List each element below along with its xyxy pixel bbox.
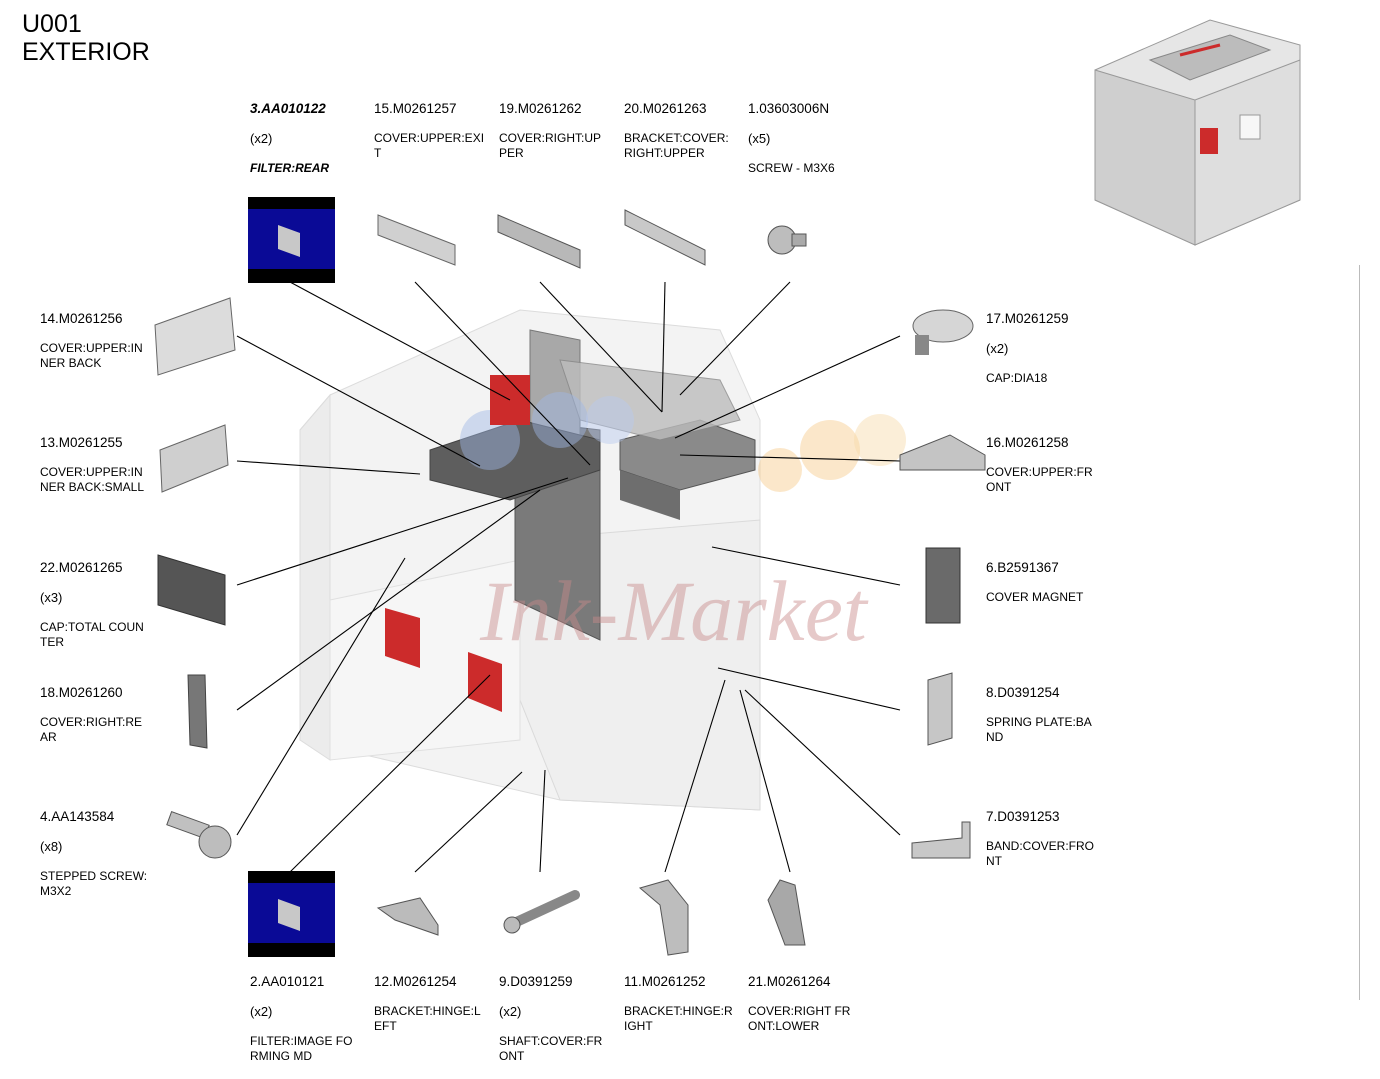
diagram-title: EXTERIOR bbox=[22, 38, 150, 66]
part-number: 6.B2591367 bbox=[986, 560, 1059, 575]
part-number: 17.M0261259 bbox=[986, 311, 1069, 326]
part-number: 4.AA143584 bbox=[40, 809, 115, 824]
part-qty: (x2) bbox=[250, 131, 273, 146]
part-bracket-hinge-right bbox=[638, 879, 689, 956]
callout-cover-upper-inner-back-small: 13.M0261255 COVER:UPPER:IN NER BACK:SMAL… bbox=[40, 420, 158, 510]
callout-cap-total-counter: 22.M0261265 (x3) CAP:TOTAL COUN TER bbox=[40, 545, 158, 665]
part-number: 3.AA010122 bbox=[250, 101, 326, 116]
part-desc: SPRING PLATE:BA ND bbox=[986, 715, 1092, 744]
part-desc: SHAFT:COVER:FR ONT bbox=[499, 1034, 603, 1063]
part-cap-dia18 bbox=[912, 309, 974, 355]
part-band-cover-front bbox=[911, 821, 971, 859]
part-desc: COVER:UPPER:IN NER BACK:SMALL bbox=[40, 465, 145, 494]
part-number: 14.M0261256 bbox=[40, 311, 123, 326]
callout-cap-dia18: 17.M0261259 (x2) CAP:DIA18 bbox=[986, 296, 1104, 401]
part-desc: COVER:RIGHT:RE AR bbox=[40, 715, 143, 744]
part-screw-m3x6 bbox=[767, 225, 807, 255]
filter-image-forming-image bbox=[248, 871, 335, 957]
machine-body bbox=[299, 309, 906, 811]
part-cover-right-rear bbox=[187, 674, 208, 749]
part-bracket-cover-right-upper bbox=[624, 209, 706, 266]
part-number: 19.M0261262 bbox=[499, 101, 582, 116]
callout-filter-image-forming: 2.AA010121 (x2) FILTER:IMAGE FO RMING MD bbox=[250, 959, 368, 1079]
part-cover-magnet bbox=[925, 547, 961, 624]
callout-cover-right-upper: 19.M0261262 COVER:RIGHT:UP PER bbox=[499, 86, 617, 176]
part-cover-upper-exit bbox=[377, 214, 456, 266]
part-desc: CAP:DIA18 bbox=[986, 371, 1048, 385]
part-cover-upper-front bbox=[899, 434, 986, 471]
part-cover-right-upper bbox=[497, 214, 581, 269]
part-desc: BRACKET:HINGE:R IGHT bbox=[624, 1004, 733, 1033]
part-number: 21.M0261264 bbox=[748, 974, 831, 989]
part-number: 13.M0261255 bbox=[40, 435, 123, 450]
callout-screw-m3x6: 1.03603006N (x5) SCREW - M3X6 bbox=[748, 86, 866, 191]
part-desc: COVER:UPPER:EXI T bbox=[374, 131, 485, 160]
filter-rear-image bbox=[248, 197, 335, 283]
part-number: 16.M0261258 bbox=[986, 435, 1069, 450]
callout-band-cover-front: 7.D0391253 BAND:COVER:FRO NT bbox=[986, 794, 1104, 884]
part-number: 18.M0261260 bbox=[40, 685, 123, 700]
part-desc: BRACKET:COVER: RIGHT:UPPER bbox=[624, 131, 729, 160]
part-desc: SCREW - M3X6 bbox=[748, 161, 835, 175]
callout-shaft-cover-front: 9.D0391259 (x2) SHAFT:COVER:FR ONT bbox=[499, 959, 617, 1079]
part-desc: STEPPED SCREW: M3X2 bbox=[40, 869, 148, 898]
diagram-code: U001 bbox=[22, 10, 82, 38]
part-cover-upper-inner-back-small bbox=[159, 424, 229, 493]
part-desc: FILTER:REAR bbox=[250, 161, 330, 175]
part-qty: (x2) bbox=[250, 1004, 273, 1019]
part-desc: COVER:RIGHT:UP PER bbox=[499, 131, 602, 160]
part-bracket-hinge-left bbox=[376, 897, 439, 936]
part-desc: COVER:UPPER:FR ONT bbox=[986, 465, 1093, 494]
exploded-view: Ink-Market bbox=[154, 19, 1301, 956]
callout-cover-upper-front: 16.M0261258 COVER:UPPER:FR ONT bbox=[986, 420, 1104, 510]
part-desc: BAND:COVER:FRO NT bbox=[986, 839, 1095, 868]
machine-thumbnail bbox=[1094, 19, 1301, 246]
part-cap-total-counter bbox=[157, 554, 226, 626]
part-desc: BRACKET:HINGE:L EFT bbox=[374, 1004, 481, 1033]
part-cover-upper-inner-back bbox=[154, 297, 236, 376]
part-desc: FILTER:IMAGE FO RMING MD bbox=[250, 1034, 353, 1063]
callout-stepped-screw: 4.AA143584 (x8) STEPPED SCREW: M3X2 bbox=[40, 794, 158, 914]
callout-bracket-cover-right-upper: 20.M0261263 BRACKET:COVER: RIGHT:UPPER bbox=[624, 86, 742, 176]
part-number: 1.03603006N bbox=[748, 101, 830, 116]
part-desc: CAP:TOTAL COUN TER bbox=[40, 620, 144, 649]
callout-bracket-hinge-right: 11.M0261252 BRACKET:HINGE:R IGHT bbox=[624, 959, 742, 1049]
part-number: 12.M0261254 bbox=[374, 974, 457, 989]
part-number: 7.D0391253 bbox=[986, 809, 1060, 824]
callout-cover-right-rear: 18.M0261260 COVER:RIGHT:RE AR bbox=[40, 670, 158, 760]
part-number: 20.M0261263 bbox=[624, 101, 707, 116]
part-desc: COVER MAGNET bbox=[986, 590, 1084, 604]
part-number: 11.M0261252 bbox=[624, 974, 706, 989]
part-qty: (x3) bbox=[40, 590, 63, 605]
part-qty: (x2) bbox=[499, 1004, 522, 1019]
callout-filter-rear: 3.AA010122 (x2) FILTER:REAR bbox=[250, 86, 368, 191]
part-stepped-screw bbox=[166, 810, 232, 859]
part-desc: COVER:RIGHT FR ONT:LOWER bbox=[748, 1004, 851, 1033]
part-number: 8.D0391254 bbox=[986, 685, 1060, 700]
part-shaft-cover-front bbox=[503, 890, 580, 934]
part-desc: COVER:UPPER:IN NER BACK bbox=[40, 341, 143, 370]
part-qty: (x8) bbox=[40, 839, 63, 854]
callout-cover-upper-exit: 15.M0261257 COVER:UPPER:EXI T bbox=[374, 86, 492, 176]
part-qty: (x2) bbox=[986, 341, 1009, 356]
part-spring-plate-band bbox=[927, 672, 953, 746]
callout-cover-magnet: 6.B2591367 COVER MAGNET bbox=[986, 545, 1104, 620]
leader-lines bbox=[236, 281, 901, 873]
divider-line bbox=[1359, 265, 1360, 1000]
part-number: 2.AA010121 bbox=[250, 974, 325, 989]
part-qty: (x5) bbox=[748, 131, 771, 146]
part-number: 22.M0261265 bbox=[40, 560, 123, 575]
part-number: 9.D0391259 bbox=[499, 974, 573, 989]
callout-spring-plate-band: 8.D0391254 SPRING PLATE:BA ND bbox=[986, 670, 1104, 760]
callout-bracket-hinge-left: 12.M0261254 BRACKET:HINGE:L EFT bbox=[374, 959, 492, 1049]
watermark-text: Ink-Market bbox=[479, 563, 869, 659]
part-cover-right-front-lower bbox=[767, 879, 806, 946]
callout-cover-upper-inner-back: 14.M0261256 COVER:UPPER:IN NER BACK bbox=[40, 296, 158, 386]
callout-cover-right-front-lower: 21.M0261264 COVER:RIGHT FR ONT:LOWER bbox=[748, 959, 866, 1049]
part-number: 15.M0261257 bbox=[374, 101, 457, 116]
